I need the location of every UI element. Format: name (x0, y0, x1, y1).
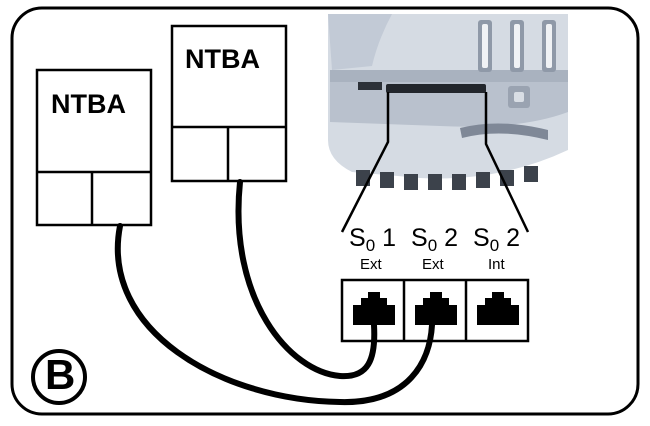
port-2-type: Ext (422, 256, 444, 273)
isdn-device-image (328, 14, 568, 190)
port-1-label: S0 1 (349, 224, 396, 256)
port-2-label: S0 2 (411, 224, 458, 256)
ntba-right-label: NTBA (185, 44, 260, 75)
port-1-type: Ext (360, 256, 382, 273)
socket-block (342, 280, 528, 341)
port-3-type: Int (488, 256, 505, 273)
port-3-label: S0 2 (473, 224, 520, 256)
ntba-left-label: NTBA (51, 89, 126, 120)
badge-letter: B (45, 351, 75, 399)
